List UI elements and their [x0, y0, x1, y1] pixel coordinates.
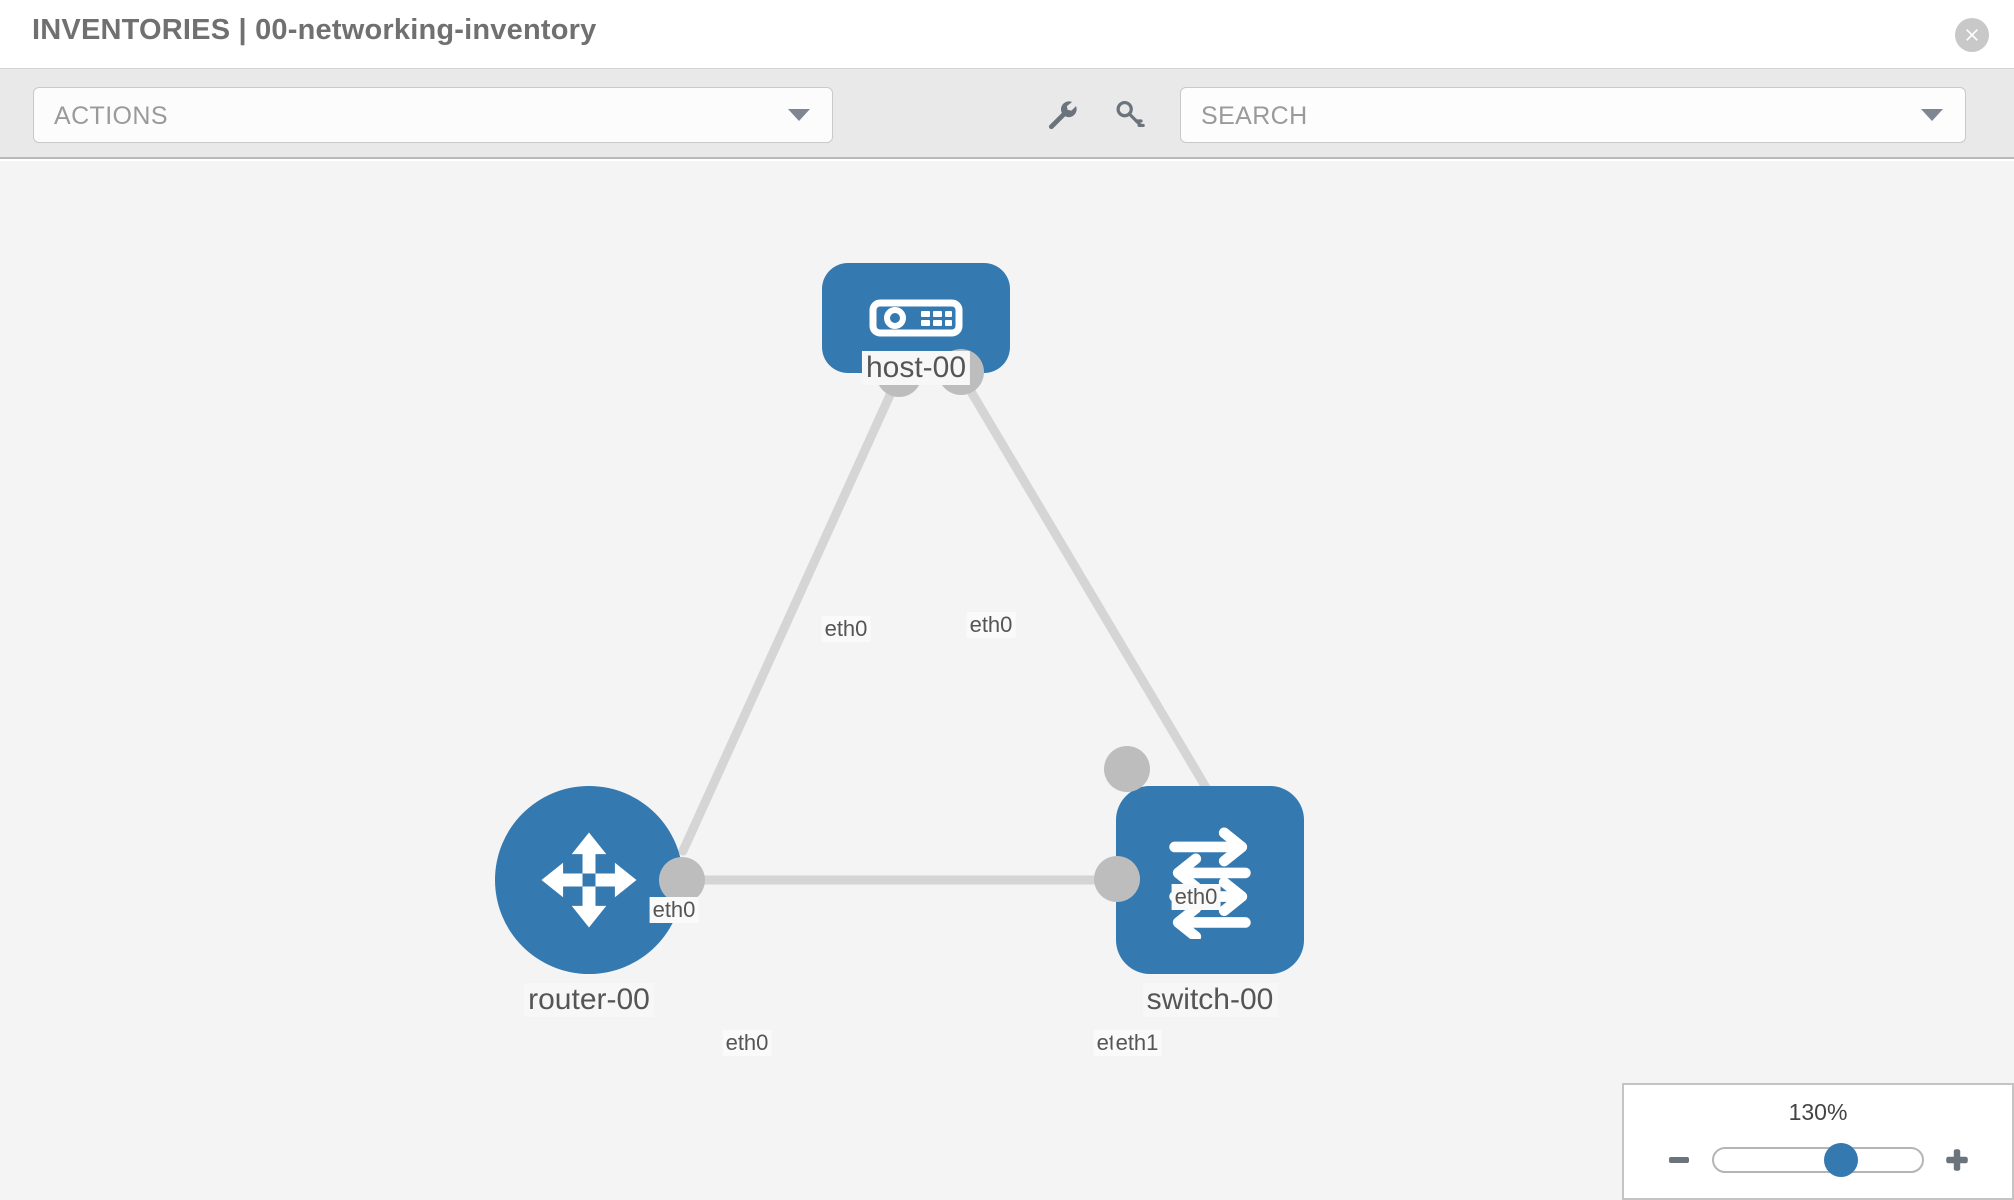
edge-label: eth1: [1112, 1030, 1162, 1056]
search-input[interactable]: SEARCH: [1180, 87, 1966, 143]
edge-label: eth0: [966, 612, 1016, 638]
router-node-shape[interactable]: [495, 786, 683, 974]
page-title: INVENTORIES | 00-networking-inventory: [32, 14, 597, 46]
switch-node-shape[interactable]: [1116, 786, 1304, 974]
node-label-switch-00: switch-00: [1142, 983, 1278, 1017]
router-port-right[interactable]: [659, 857, 705, 903]
chevron-down-icon: [788, 109, 810, 121]
zoom-in-button[interactable]: [1940, 1143, 1974, 1177]
server-icon: [869, 299, 963, 337]
zoom-control-panel: 130%: [1622, 1083, 2014, 1200]
wrench-icon[interactable]: [1040, 93, 1084, 137]
actions-dropdown[interactable]: ACTIONS: [33, 87, 833, 143]
router-arrows-icon: [541, 832, 637, 928]
edge-label: eth0: [649, 897, 699, 923]
node-label-host-00: host-00: [861, 351, 971, 385]
node-label-router-00: router-00: [524, 983, 654, 1017]
search-chevron-down-icon[interactable]: [1921, 109, 1943, 121]
zoom-slider[interactable]: [1712, 1143, 1924, 1177]
edge-label: eth0: [1171, 884, 1221, 910]
actions-dropdown-label: ACTIONS: [54, 102, 168, 130]
key-icon[interactable]: [1108, 93, 1152, 137]
topology-canvas[interactable]: host-00 router-00: [0, 161, 2014, 1200]
zoom-level-label: 130%: [1788, 1099, 1848, 1125]
plus-icon: [1946, 1149, 1968, 1171]
switch-port-left[interactable]: [1094, 856, 1140, 902]
minus-icon: [1669, 1157, 1689, 1163]
zoom-out-button[interactable]: [1662, 1143, 1696, 1177]
close-icon[interactable]: [1955, 18, 1989, 52]
search-placeholder: SEARCH: [1201, 102, 1308, 130]
toolbar: ACTIONS SEARCH: [0, 69, 2014, 159]
node-switch-00[interactable]: [1094, 746, 1304, 974]
node-router-00[interactable]: [495, 786, 705, 974]
switch-port-top[interactable]: [1104, 746, 1150, 792]
edge-label: eth0: [722, 1030, 772, 1056]
zoom-slider-thumb[interactable]: [1823, 1143, 1858, 1177]
switch-arrows-icon: [1169, 827, 1251, 939]
page-header: INVENTORIES | 00-networking-inventory: [0, 0, 2014, 69]
edge-label: eth0: [821, 616, 871, 642]
